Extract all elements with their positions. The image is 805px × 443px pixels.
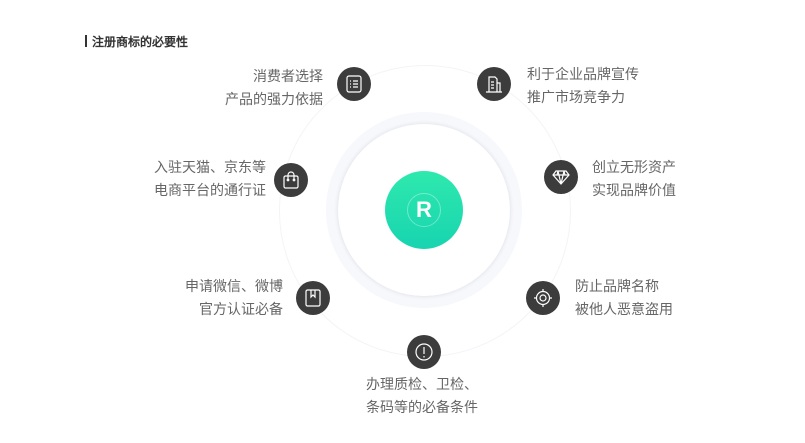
title-text: 注册商标的必要性 <box>92 35 189 49</box>
benefit-text: 防止品牌名称被他人恶意盗用 <box>575 279 673 318</box>
exclamation-icon <box>407 335 441 369</box>
building-icon <box>477 67 511 101</box>
title-bar <box>85 35 87 47</box>
registered-icon: R <box>407 193 441 227</box>
benefit-text: 入驻天猫、京东等电商平台的通行证 <box>154 160 266 199</box>
bookmark-icon <box>296 281 330 315</box>
benefit-text: 创立无形资产实现品牌价值 <box>592 160 676 199</box>
benefit-text: 利于企业品牌宣传推广市场竞争力 <box>527 67 639 106</box>
list-icon <box>337 67 371 101</box>
section-title: 注册商标的必要性 <box>85 33 188 50</box>
benefit-text: 申请微信、微博官方认证必备 <box>185 279 283 318</box>
benefit-text: 办理质检、卫检、条码等的必备条件 <box>366 377 478 416</box>
target-icon <box>526 281 560 315</box>
shopping-bag-icon <box>274 163 308 197</box>
trademark-badge: R <box>385 171 463 249</box>
benefit-text: 消费者选择产品的强力依据 <box>225 69 323 108</box>
diamond-icon <box>544 160 578 194</box>
